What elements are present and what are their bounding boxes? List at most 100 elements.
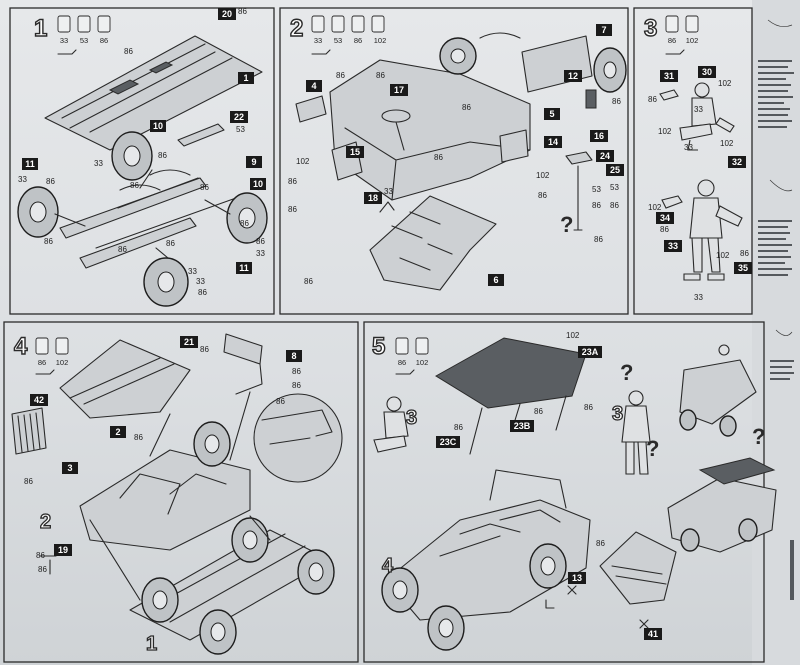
panel-step-2 [279, 7, 629, 315]
part-tag: 24 [596, 150, 614, 162]
small-bracket [379, 201, 395, 213]
svg-text:5: 5 [549, 109, 554, 119]
svg-text:41: 41 [648, 629, 658, 639]
svg-text:6: 6 [493, 275, 498, 285]
part-tag: 11 [236, 262, 252, 274]
step-1-paint-pots: 33 53 86 [57, 15, 111, 45]
paint-code: 102 [374, 36, 387, 45]
paint-ref: 86 [592, 201, 601, 210]
headlight-part [39, 555, 57, 575]
svg-text:22: 22 [234, 112, 244, 122]
grille-part [11, 407, 47, 455]
svg-text:11: 11 [25, 159, 35, 169]
svg-text:24: 24 [600, 151, 610, 161]
part-tag: 31 [660, 70, 678, 82]
detail-callout [253, 393, 343, 483]
glue-tube-icon [395, 369, 415, 375]
muffler-part [177, 123, 225, 147]
folded-windshield [599, 531, 677, 605]
cut-marks [567, 585, 649, 629]
paint-ref: 102 [296, 157, 310, 166]
windshield-lines [611, 565, 667, 585]
paint-ref: 102 [716, 251, 730, 260]
part-tag: 5 [544, 108, 560, 120]
paint-ref: 86 [336, 71, 345, 80]
wheel [297, 549, 335, 595]
wheel [143, 257, 189, 307]
svg-text:4: 4 [311, 81, 316, 91]
paint-ref: 86 [660, 225, 669, 234]
wheel [199, 609, 237, 655]
part-tag: 17 [390, 84, 408, 96]
svg-text:9: 9 [251, 157, 256, 167]
jeep-preview [679, 344, 757, 437]
part-tag: 15 [346, 146, 364, 158]
question-mark: ? [620, 360, 633, 385]
windshield-part [223, 333, 263, 365]
svg-text:23B: 23B [514, 421, 531, 431]
part-tag: 4 [306, 80, 322, 92]
panel-step-4 [3, 321, 359, 663]
paint-ref: 86 [594, 235, 603, 244]
paint-ref: 33 [94, 159, 103, 168]
svg-text:8: 8 [291, 351, 296, 361]
sub-step-label: 1 [146, 633, 157, 655]
svg-text:25: 25 [610, 165, 620, 175]
paint-ref: 86 [292, 367, 301, 376]
wheel [226, 192, 268, 244]
paint-ref: 86 [134, 433, 143, 442]
question-mark: ? [646, 436, 659, 461]
paint-ref: 86 [130, 181, 139, 190]
svg-text:18: 18 [368, 193, 378, 203]
svg-text:21: 21 [184, 337, 194, 347]
paint-ref: 86 [158, 151, 167, 160]
paint-ref: 86 [240, 219, 249, 228]
step-4-number: 4 [14, 333, 28, 360]
glue-tube-icon [311, 49, 331, 55]
svg-text:15: 15 [350, 147, 360, 157]
paint-ref: 86 [44, 237, 53, 246]
seated-soldier-figure [659, 82, 735, 151]
svg-text:31: 31 [664, 71, 674, 81]
paint-ref: 86 [610, 201, 619, 210]
paint-ref: 86 [740, 249, 749, 258]
paint-ref: 86 [200, 183, 209, 192]
paint-ref: 86 [38, 565, 47, 574]
svg-text:10: 10 [153, 121, 163, 131]
assembly-arrows [89, 391, 271, 601]
paint-ref: 102 [536, 171, 550, 180]
wheel [231, 517, 269, 563]
svg-text:34: 34 [660, 213, 670, 223]
svg-text:35: 35 [738, 263, 748, 273]
step-5-paint-pots: 86 102 [395, 337, 429, 367]
hood-ribs [69, 357, 175, 405]
step-2-number: 2 [290, 15, 303, 42]
paint-ref: 86 [292, 381, 301, 390]
jerry-can [585, 89, 597, 109]
paint-code: 86 [398, 358, 406, 367]
paint-code: 33 [314, 36, 322, 45]
paint-ref: 33 [694, 293, 703, 302]
spring-lines [95, 177, 237, 249]
paint-code: 86 [354, 36, 362, 45]
wheel [17, 186, 59, 238]
part-tag: 34 [656, 212, 674, 224]
side-text-lines [758, 60, 794, 600]
paint-ref: 86 [462, 103, 471, 112]
part-tag: 30 [698, 66, 716, 78]
svg-text:19: 19 [58, 545, 68, 555]
paint-code: 102 [56, 358, 69, 367]
part-tag: 21 [180, 336, 198, 348]
paint-ref: 86 [46, 177, 55, 186]
paint-ref: 86 [238, 7, 247, 16]
paint-ref: 86 [288, 177, 297, 186]
paint-ref: 86 [24, 477, 33, 486]
paint-ref: 86 [36, 551, 45, 560]
part-tag: 35 [734, 262, 752, 274]
paint-code: 33 [60, 36, 68, 45]
canvas-top-part [435, 337, 587, 409]
panel-step-1 [9, 7, 275, 315]
paint-ref: 86 [376, 71, 385, 80]
wheel [111, 131, 153, 181]
svg-text:42: 42 [34, 395, 44, 405]
